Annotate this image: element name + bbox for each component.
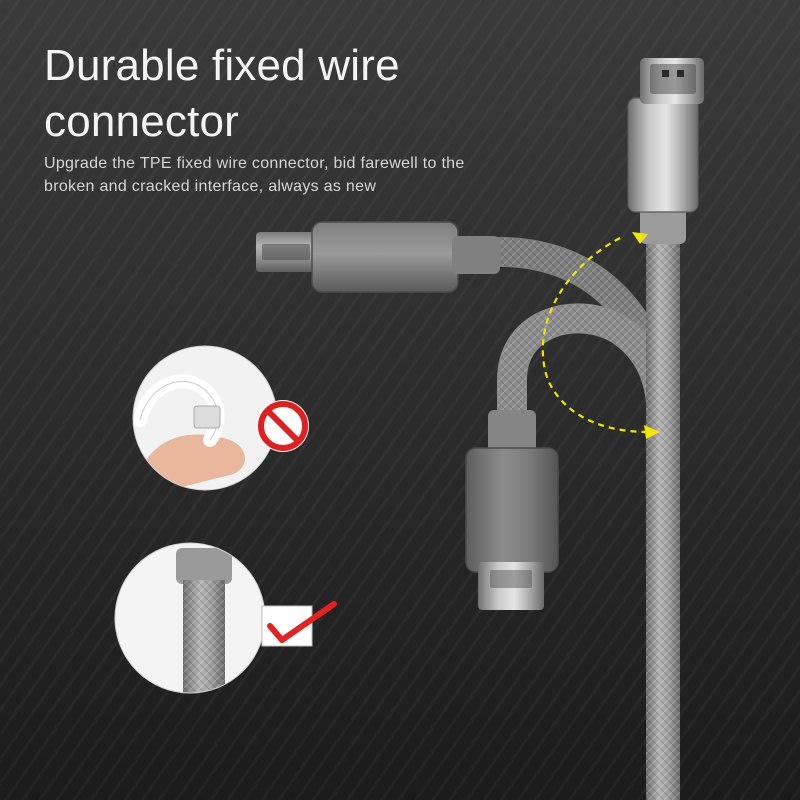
prohibited-icon (257, 400, 309, 452)
headline-line-1: Durable fixed wire (44, 41, 400, 90)
bend-arrow-icon (541, 232, 660, 439)
description-line-2: broken and cracked interface, always as … (44, 178, 377, 195)
description: Upgrade the TPE fixed wire connector, bi… (44, 152, 634, 198)
main-cable (627, 58, 704, 800)
headline-line-2: connector (44, 97, 240, 146)
headline: Durable fixed wire connector (44, 38, 564, 150)
checkmark-icon (261, 601, 337, 647)
description-line-1: Upgrade the TPE fixed wire connector, bi… (44, 155, 465, 172)
fixed-connector-example (115, 543, 265, 693)
